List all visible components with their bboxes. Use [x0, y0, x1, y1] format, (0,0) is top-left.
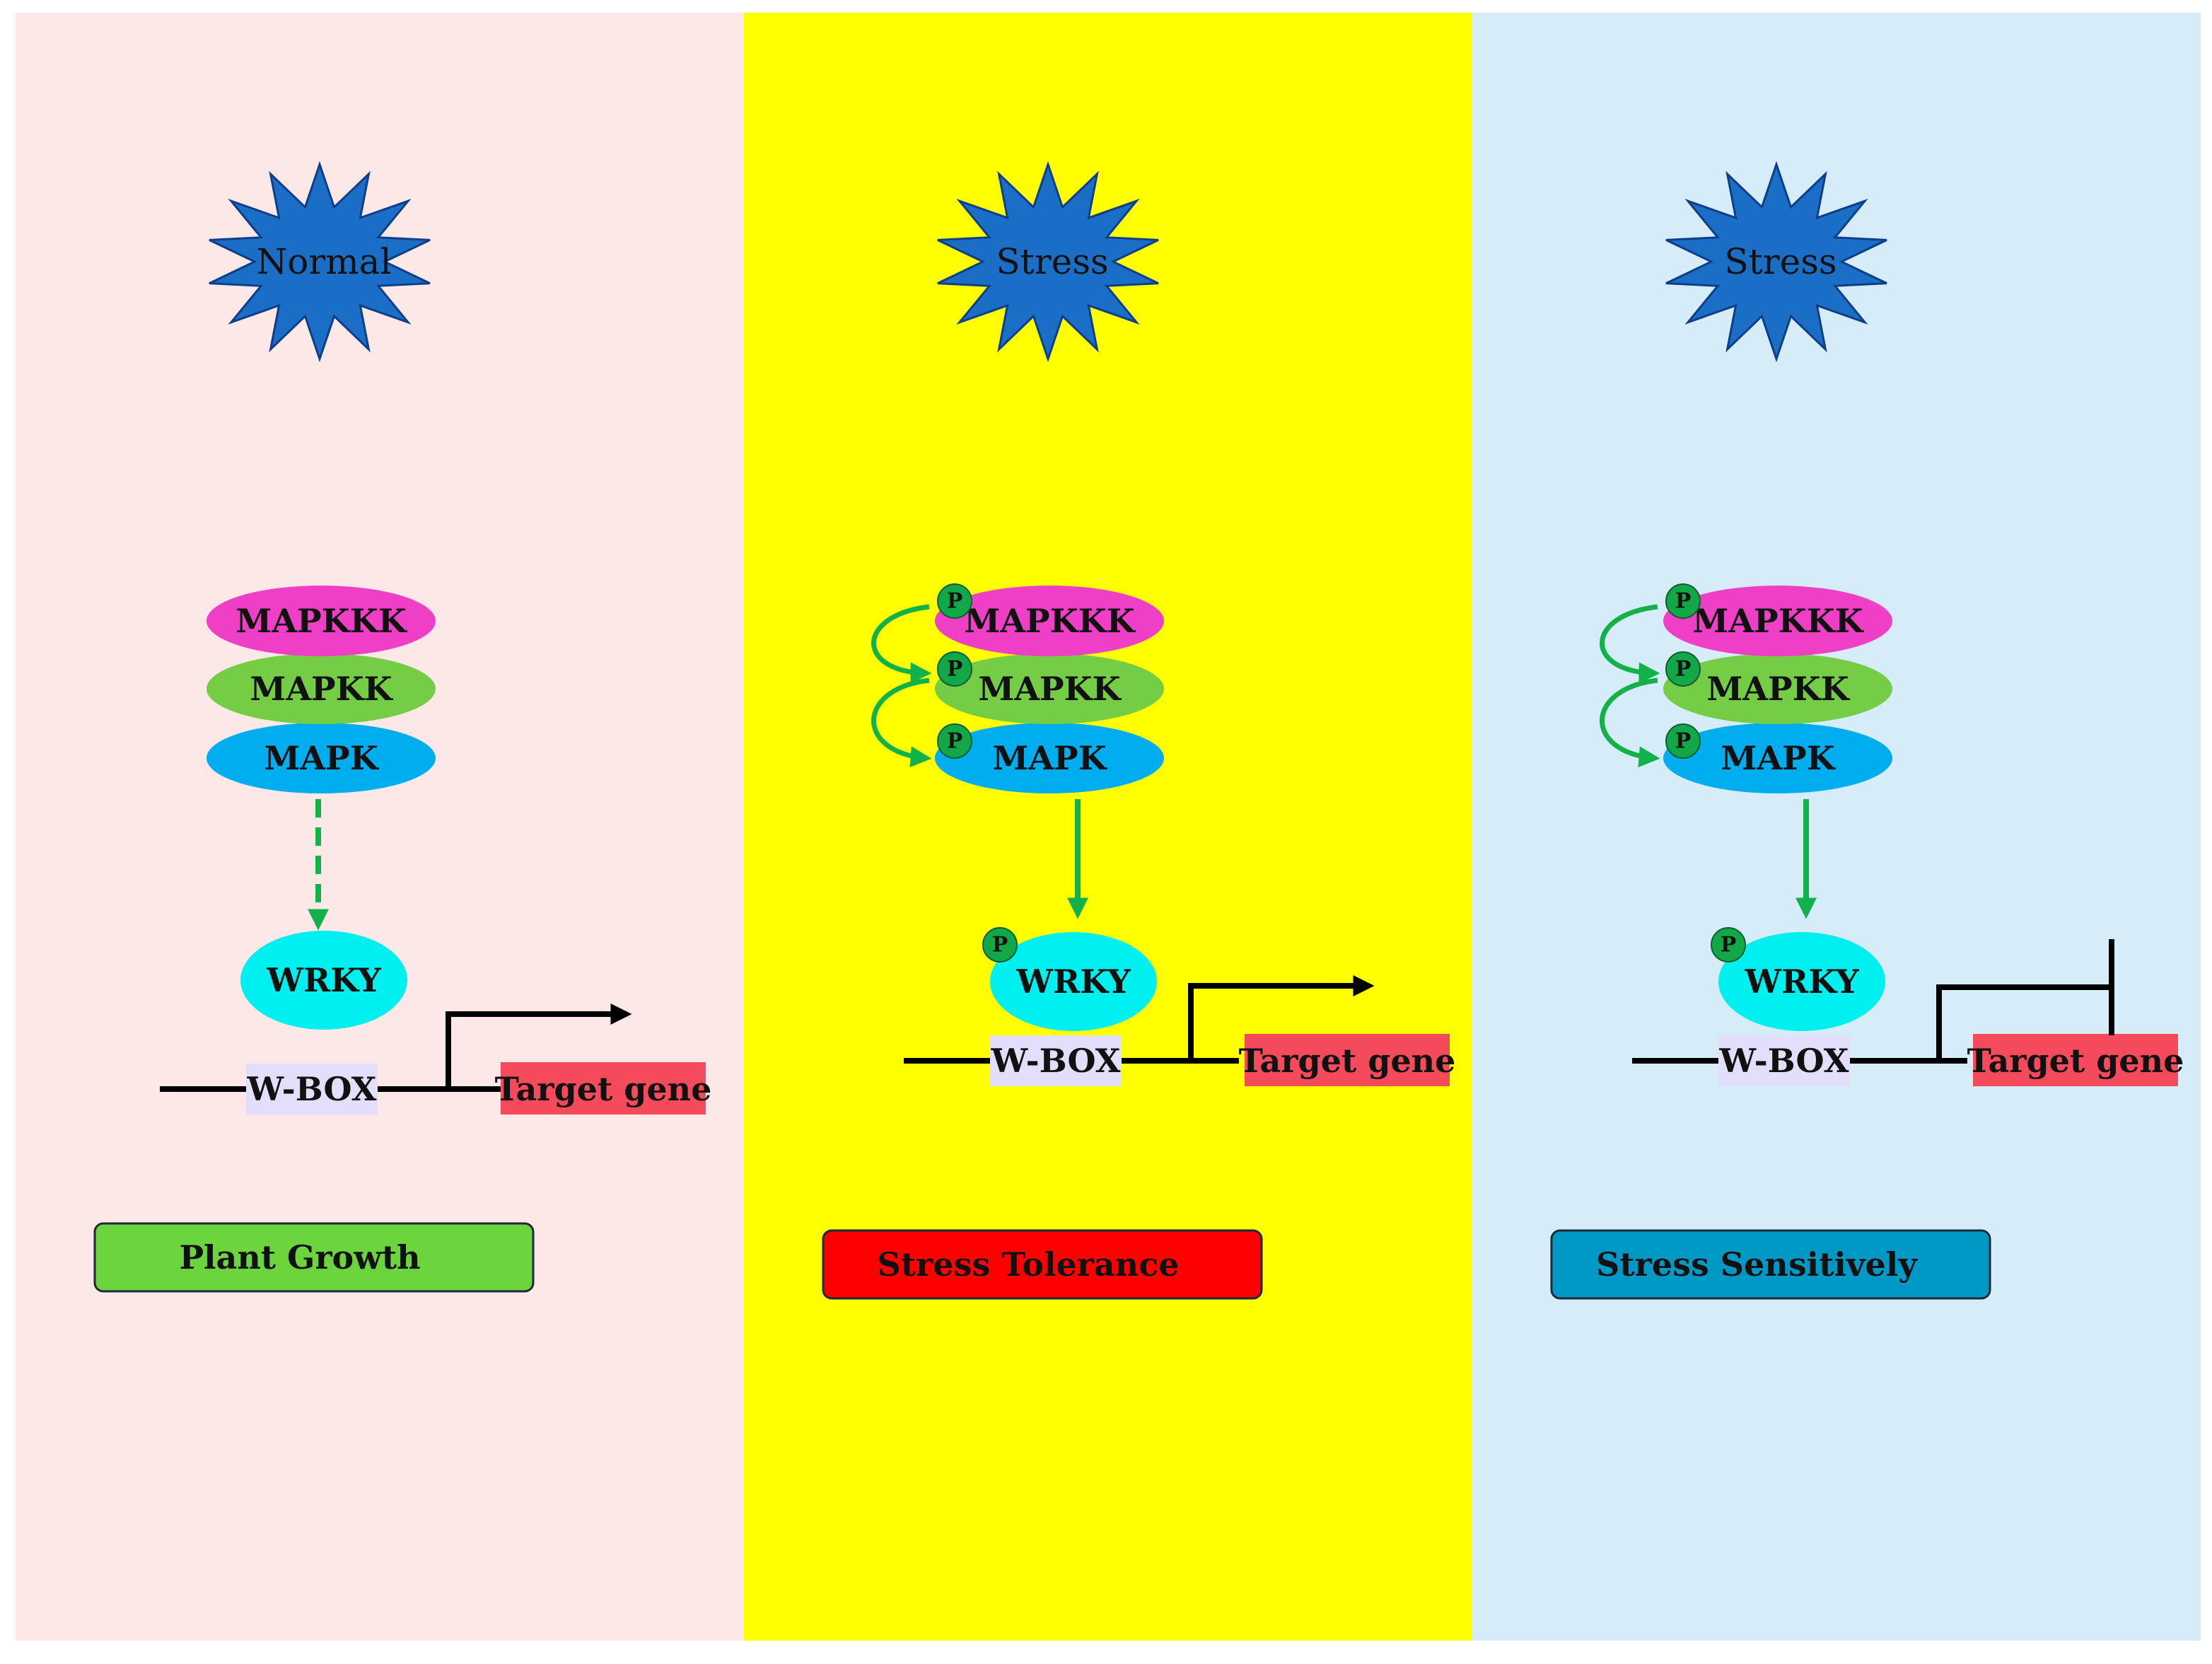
mapk-ellipse: [206, 723, 436, 793]
phospho-label: P: [947, 729, 963, 754]
phospho-circle: [937, 723, 972, 759]
phospho-circle: [982, 927, 1018, 962]
mapkkk-ellipse: [1663, 586, 1892, 656]
mapkkk-label: MAPKKK: [235, 602, 407, 640]
stimulus-label: Stress: [1724, 241, 1836, 282]
stimulus-star-icon: [1665, 161, 1887, 363]
mapkk-label: MAPKK: [1706, 670, 1850, 708]
mapk-ellipse: [1663, 723, 1892, 793]
outcome-box: [1550, 1229, 1991, 1300]
mapkk-ellipse: [1663, 653, 1892, 724]
phospho-circle: [937, 651, 972, 687]
target-gene-rect: [501, 1062, 706, 1115]
stimulus-star-icon: [209, 161, 431, 363]
wbox-rect: [990, 1035, 1122, 1086]
mapkkk-ellipse: [206, 586, 436, 656]
transcription-arrow: [446, 1003, 632, 1089]
wbox-label: W-BOX: [991, 1042, 1121, 1080]
mapkk-ellipse: [935, 653, 1164, 724]
wbox-rect: [1718, 1035, 1850, 1086]
stimulus-star-icon: [937, 161, 1159, 363]
wbox-rect: [246, 1064, 378, 1115]
phospho-label: P: [1675, 729, 1692, 754]
outcome-box: [822, 1229, 1263, 1300]
phospho-label: P: [947, 589, 963, 614]
wrky-ellipse: [1718, 932, 1885, 1031]
mapk-label: MAPK: [1721, 739, 1836, 777]
phospho-label: P: [947, 657, 963, 682]
mapkk-ellipse: [206, 653, 436, 724]
phospho-label: P: [992, 933, 1008, 958]
mapkkk-label: MAPKKK: [1692, 602, 1864, 640]
mapk-ellipse: [935, 723, 1164, 793]
phospho-arrow: [871, 677, 932, 768]
phospho-arrow: [1600, 604, 1660, 684]
phospho-label: P: [1721, 933, 1737, 958]
phospho-circle: [1711, 927, 1746, 962]
stimulus-label: Normal: [257, 241, 392, 282]
wbox-label: W-BOX: [247, 1070, 377, 1108]
wrky-ellipse: [240, 931, 407, 1030]
phospho-circle: [937, 583, 972, 619]
phospho-circle: [1665, 583, 1701, 619]
repression-line: [1936, 984, 2114, 1061]
target-gene-label: Target gene: [1239, 1042, 1456, 1080]
target-gene-label: Target gene: [1967, 1042, 2184, 1080]
phospho-arrow: [1600, 677, 1660, 768]
wrky-ellipse: [990, 932, 1157, 1031]
mapk-label: MAPK: [264, 739, 379, 777]
mapkkk-label: MAPKKK: [964, 602, 1136, 640]
wbox-label: W-BOX: [1719, 1042, 1849, 1080]
phospho-circle: [1665, 651, 1701, 687]
target-gene-label: Target gene: [495, 1070, 712, 1108]
mapk-label: MAPK: [992, 739, 1107, 777]
stimulus-label: Stress: [996, 241, 1108, 282]
wrky-label: WRKY: [1015, 962, 1131, 1001]
mapkk-label: MAPKK: [978, 670, 1122, 708]
target-gene-rect: [1245, 1034, 1450, 1086]
phospho-label: P: [1675, 657, 1692, 682]
phospho-circle: [1665, 723, 1701, 759]
wrky-label: WRKY: [1744, 962, 1860, 1001]
outcome-label: Plant Growth: [179, 1238, 420, 1276]
outcome-box: [93, 1222, 535, 1293]
phospho-arrow: [871, 604, 932, 684]
transcription-arrow: [1188, 975, 1375, 1061]
outcome-label: Stress Tolerance: [878, 1245, 1180, 1284]
wrky-label: WRKY: [266, 961, 382, 999]
target-gene-rect: [1973, 1034, 2178, 1086]
mapkk-label: MAPKK: [250, 670, 393, 708]
outcome-label: Stress Sensitively: [1596, 1245, 1918, 1284]
phospho-label: P: [1675, 589, 1692, 614]
mapkkk-ellipse: [935, 586, 1164, 656]
